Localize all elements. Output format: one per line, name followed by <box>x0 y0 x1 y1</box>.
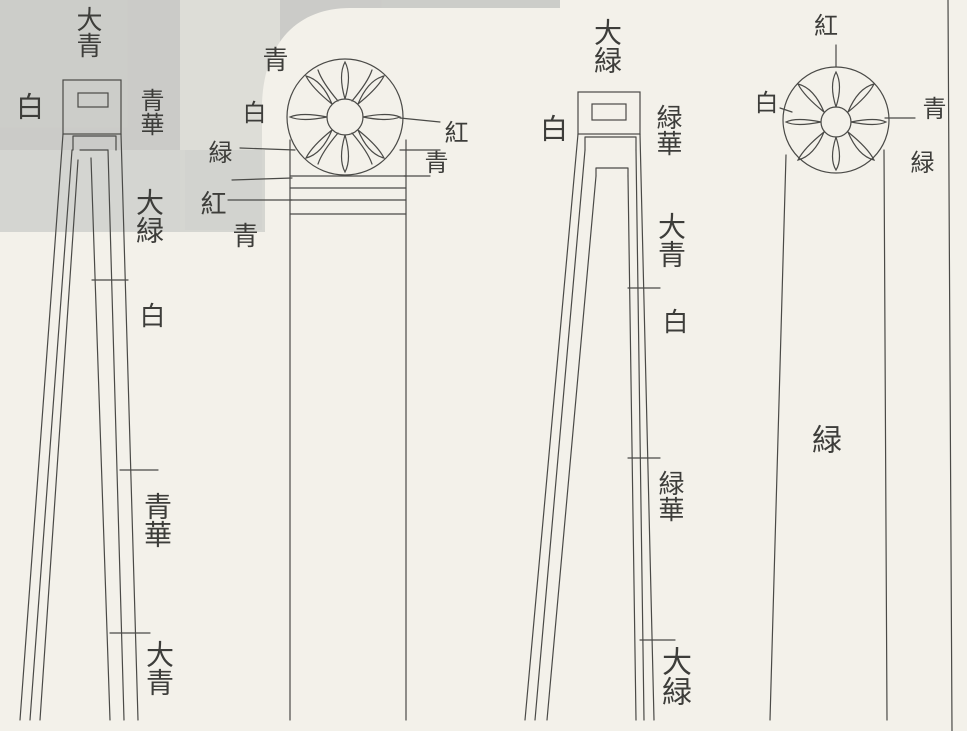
right-pillar-label-4: 緑華 <box>654 470 684 522</box>
right-disc-label-1: 青 <box>918 96 946 120</box>
left-pillar-left-label: 白 <box>12 92 45 120</box>
left-disc <box>227 58 441 721</box>
left-disc-label-5: 青 <box>228 222 258 248</box>
left-pillar-label-3: 白 <box>135 302 165 328</box>
right-disc-label-2: 緑 <box>906 150 934 174</box>
right-pillar-label-3: 白 <box>658 308 688 334</box>
right-pillar-label-5: 大緑 <box>656 646 691 706</box>
left-disc-label-4: 紅 <box>196 190 226 216</box>
right-disc-center-label: 緑 <box>806 424 841 454</box>
left-pillar-label-5: 大青 <box>142 640 175 696</box>
right-pillar-left-label: 白 <box>536 114 569 142</box>
right-pillar-label-2: 大青 <box>654 212 687 268</box>
left-disc-petals <box>288 60 402 174</box>
left-pillar-label-2: 大緑 <box>132 188 165 244</box>
overlay-shape <box>0 0 560 232</box>
right-pillar-label-1: 緑華 <box>652 104 682 156</box>
right-disc <box>769 44 916 721</box>
left-pillar <box>19 79 159 721</box>
left-disc-label-7: 青 <box>420 150 448 174</box>
right-disc-top-label: 紅 <box>814 12 838 40</box>
right-disc-petals <box>784 70 888 172</box>
left-pillar-top-label: 大青 <box>72 6 102 58</box>
right-pillar-top-label: 大緑 <box>590 18 623 74</box>
right-pillar <box>524 91 676 721</box>
right-disc-left-label: 白 <box>750 90 778 114</box>
left-disc-label-6: 紅 <box>440 120 468 144</box>
left-pillar-label-1: 青華 <box>136 88 164 136</box>
left-disc-label-1: 青 <box>258 46 288 72</box>
left-disc-label-3: 緑 <box>204 140 232 164</box>
left-disc-label-2: 白 <box>238 100 266 124</box>
left-pillar-label-4: 青華 <box>140 492 173 548</box>
page-border <box>947 0 953 731</box>
